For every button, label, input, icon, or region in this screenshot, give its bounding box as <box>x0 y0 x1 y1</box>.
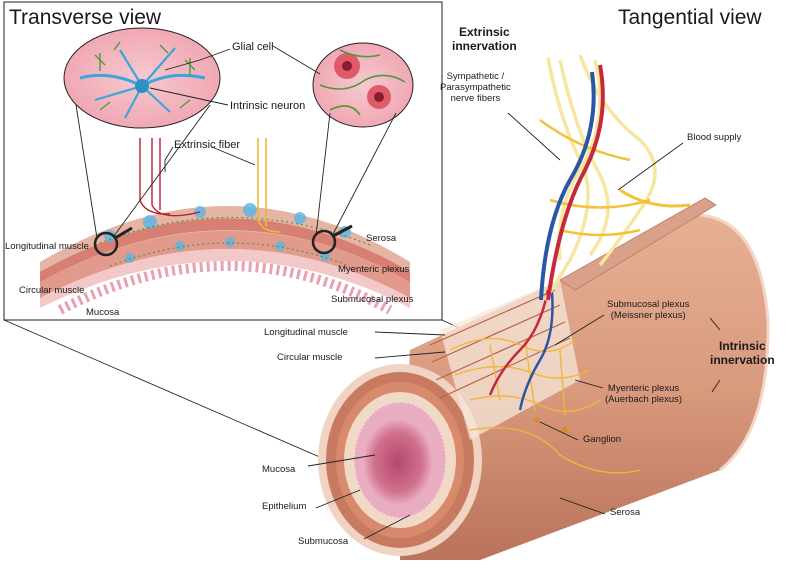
label-intrinsic-innervation: Intrinsic innervation <box>710 339 775 367</box>
label-myenteric-plexus-transverse: Myenteric plexus <box>338 264 410 275</box>
leader-ganglion <box>539 421 579 441</box>
leader-glial-cell <box>164 48 231 71</box>
label-circular-muscle-tangential: Circular muscle <box>277 352 343 363</box>
label-glial-cell: Glial cell <box>232 41 274 53</box>
transverse-submucosa <box>40 249 410 308</box>
zoom-oval-glial <box>312 42 414 128</box>
transverse-circular-muscle <box>40 231 410 298</box>
transverse-myenteric-plexus <box>94 203 371 246</box>
transverse-extrinsic-fibers <box>139 138 281 233</box>
label-serosa-transverse: Serosa <box>366 233 397 244</box>
transverse-view-title: Transverse view <box>9 6 162 29</box>
label-circular-muscle-transverse: Circular muscle <box>19 285 85 296</box>
leader-circular-muscle <box>374 351 446 359</box>
label-intrinsic-neuron: Intrinsic neuron <box>230 100 306 112</box>
label-ganglion: Ganglion <box>583 434 622 445</box>
tangential-view-title: Tangential view <box>618 6 762 29</box>
blood-supply-vessels <box>539 64 605 301</box>
panel-to-tube-connector-1 <box>3 319 346 469</box>
tangential-tube <box>318 197 770 560</box>
label-submucosal-plexus-transverse: Submucosal plexus <box>331 294 414 305</box>
label-serosa-tangential: Serosa <box>610 507 641 518</box>
oval-connector-3 <box>315 112 331 237</box>
zoom-oval-neuron <box>63 27 221 129</box>
label-submucosa: Submucosa <box>298 536 349 547</box>
tube-lumen <box>364 420 432 504</box>
leader-intrinsic-1 <box>709 317 721 331</box>
magnifier-right-icon <box>311 224 353 255</box>
label-blood-supply: Blood supply <box>687 132 742 143</box>
leader-blood-supply <box>617 142 684 191</box>
label-sympathetic-fibers: Sympathetic / Parasympathetic nerve fibe… <box>440 71 511 104</box>
label-myenteric-plexus-tangential: Myenteric plexus (Auerbach plexus) <box>605 383 683 405</box>
leader-submucosa <box>363 514 411 540</box>
leader-intrinsic-neuron <box>149 87 229 106</box>
leader-mucosa <box>307 454 376 467</box>
leader-myenteric-plexus <box>574 379 604 389</box>
leader-epithelium <box>315 489 361 509</box>
leader-extrinsic-fiber <box>164 146 174 172</box>
magnifier-left-icon <box>93 226 133 257</box>
label-mucosa-transverse: Mucosa <box>86 307 120 318</box>
oval-connector-1 <box>75 104 98 239</box>
label-mucosa-tangential: Mucosa <box>262 464 296 475</box>
tube-outer-wall <box>400 215 769 560</box>
cutaway-muscle-bands <box>429 289 571 399</box>
label-extrinsic-innervation: Extrinsic innervation <box>452 25 517 53</box>
label-epithelium: Epithelium <box>262 501 307 512</box>
oval-connector-2 <box>113 104 211 237</box>
leader-submucosal-plexus <box>554 314 605 346</box>
leader-glial-cell-2 <box>272 45 321 75</box>
leader-extrinsic-fiber-2 <box>211 146 256 166</box>
leader-serosa <box>559 497 606 515</box>
wall-artery <box>488 289 550 396</box>
mesentery-strip <box>559 197 717 291</box>
label-submucosal-plexus-tangential: Submucosal plexus (Meissner plexus) <box>607 299 690 321</box>
leader-intrinsic-2 <box>711 379 721 393</box>
label-longitudinal-muscle-transverse: Longitudinal muscle <box>5 241 89 252</box>
ganglion-node <box>534 417 540 423</box>
transverse-serosa-layer <box>40 206 410 290</box>
label-longitudinal-muscle-tangential: Longitudinal muscle <box>264 327 348 338</box>
intrinsic-plexus-network <box>449 337 641 474</box>
leader-longitudinal-muscle <box>374 331 446 336</box>
ganglion-node <box>562 427 568 433</box>
label-extrinsic-fiber: Extrinsic fiber <box>174 139 241 151</box>
wall-vein <box>518 291 554 411</box>
leader-sympathetic <box>507 112 561 161</box>
oval-connector-4 <box>331 112 397 237</box>
transverse-panel <box>3 1 443 321</box>
serosa-outer-rim <box>699 213 770 472</box>
